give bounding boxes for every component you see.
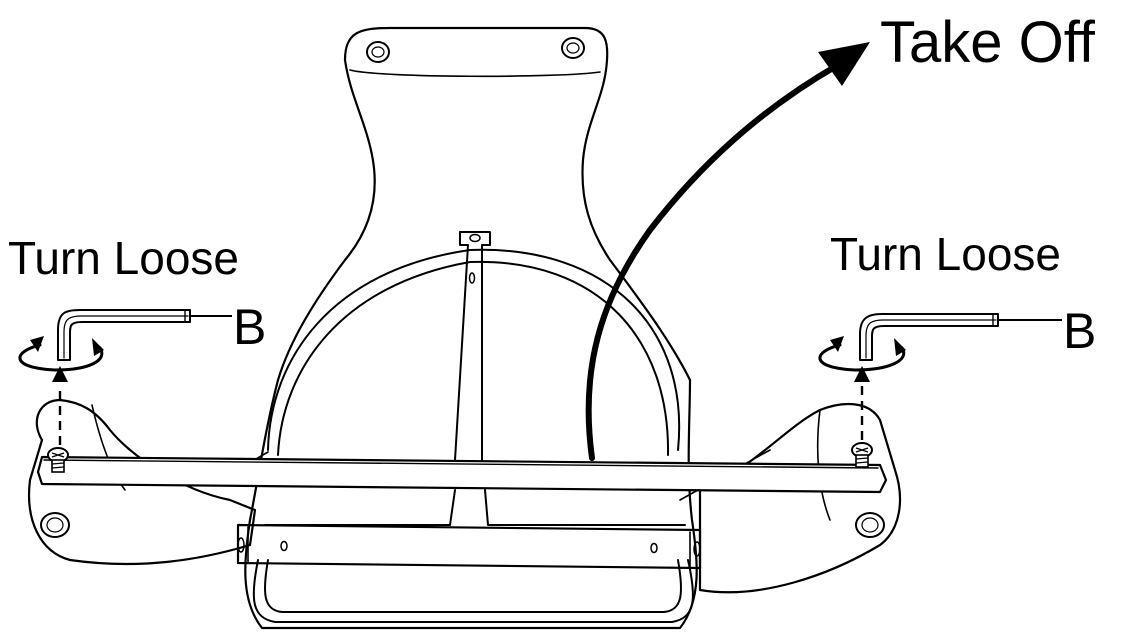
headrest-hole-left	[366, 41, 390, 63]
headrest-hole-right	[561, 37, 585, 59]
allen-key-left	[57, 309, 232, 361]
turn-loose-label-right: Turn Loose	[830, 228, 1061, 280]
take-off-label: Take Off	[880, 10, 1096, 75]
allen-key-right	[859, 313, 1062, 361]
tool-label-right: B	[1063, 303, 1096, 359]
armrest-right	[679, 403, 902, 594]
take-off-arrow	[585, 42, 870, 461]
rotate-arrow-right	[818, 336, 906, 372]
tool-label-left: B	[233, 299, 266, 355]
guide-arrow-left	[52, 366, 68, 445]
guide-arrow-right	[854, 366, 870, 440]
screw-right	[851, 442, 873, 468]
screw-left	[47, 447, 69, 473]
crossbar	[36, 455, 888, 494]
rotate-arrow-left	[18, 336, 104, 372]
chair-shell	[236, 26, 702, 630]
turn-loose-label-left: Turn Loose	[8, 232, 239, 284]
